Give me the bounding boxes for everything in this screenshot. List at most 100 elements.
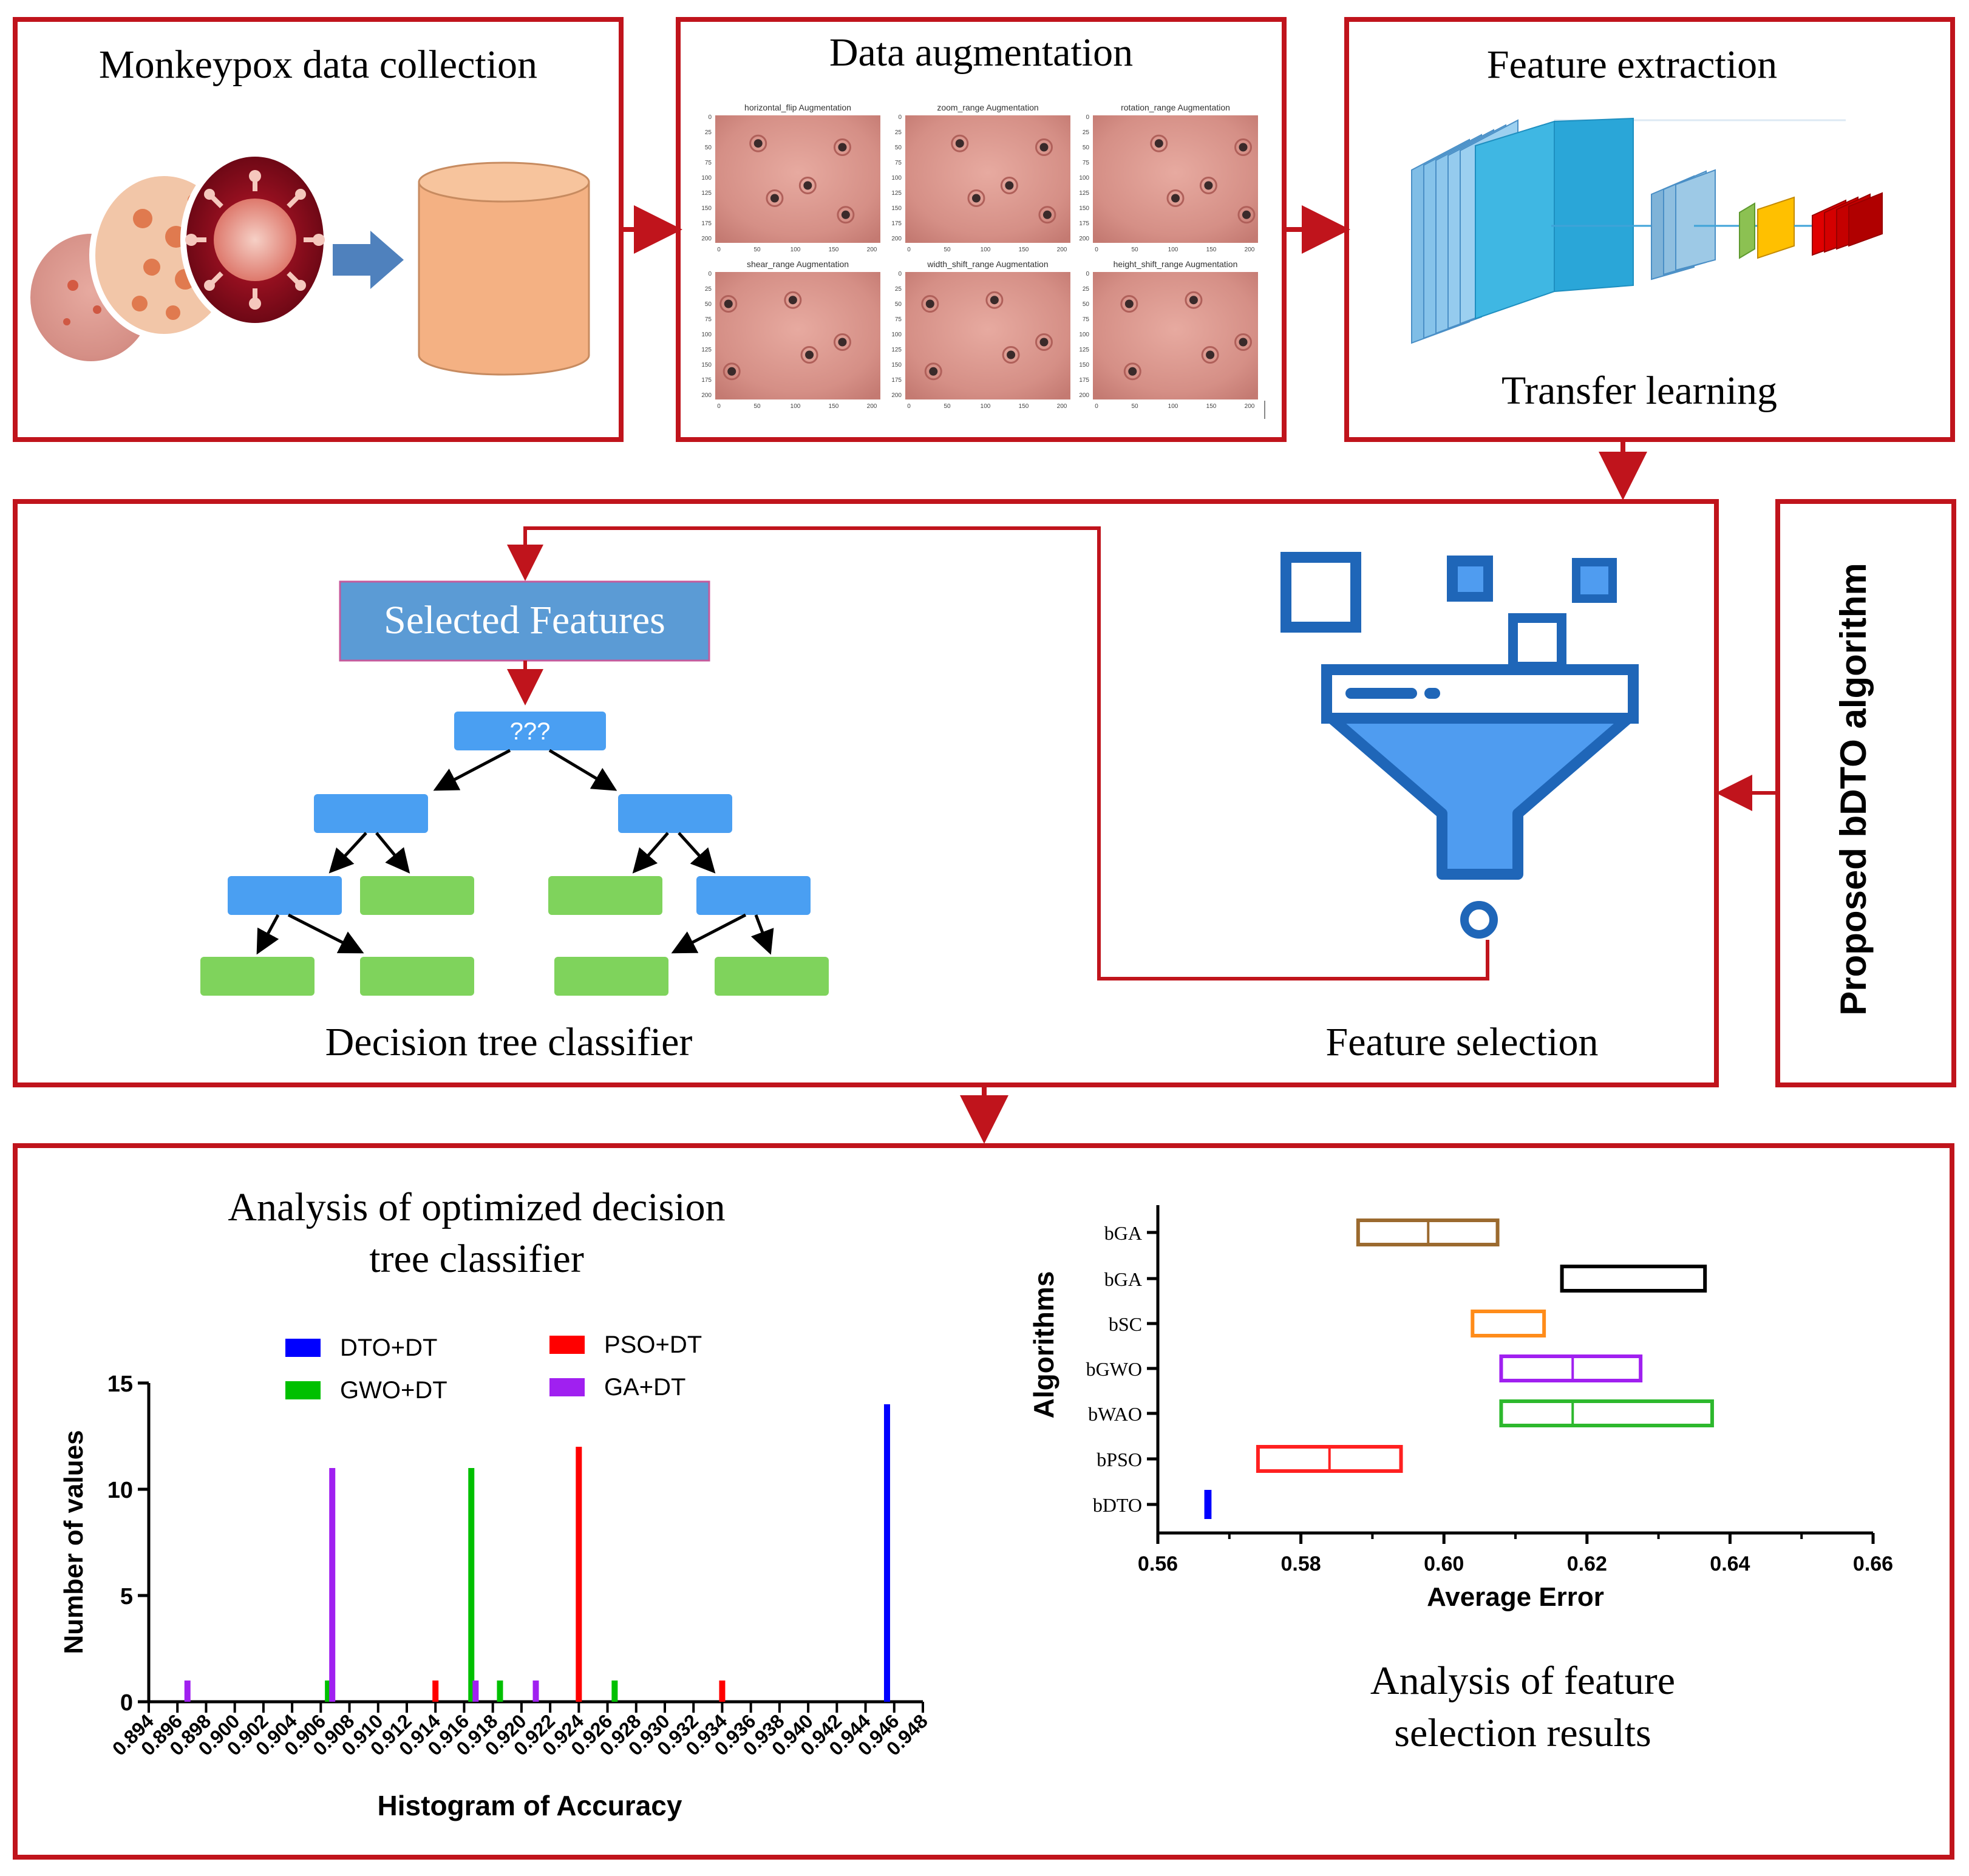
augmentation-tile-image [905,115,1070,243]
augmentation-x-tick: 150 [829,403,839,410]
lesion-spot [841,210,850,219]
augmentation-x-tick: 100 [1168,403,1178,410]
histogram-y-tick-label: 5 [120,1584,133,1609]
augmentation-tile-image [715,272,880,399]
histogram-legend-label: GWO+DT [340,1377,447,1404]
histogram-legend-label: GA+DT [604,1374,685,1401]
augmentation-tile-title: height_shift_range Augmentation [1114,259,1238,269]
augmentation-x-tick: 0 [1095,246,1098,253]
extraction-title: Feature extraction [1487,42,1777,87]
augmentation-y-tick: 175 [701,220,712,227]
augmentation-y-tick: 75 [705,160,712,166]
augmentation-y-tick: 25 [705,286,712,293]
augmentation-y-tick: 50 [895,144,902,151]
lesion-ring [1035,138,1053,156]
tree-leaf-3 [554,957,668,996]
selection-panel: Selected Features ??? [13,499,1719,1087]
augmentation-y-tick: 100 [891,331,902,338]
augmentation-x-tick: 0 [717,246,721,253]
augmentation-y-tick: 25 [1083,286,1090,293]
boxplot-y-tick-label: bSC [1109,1313,1142,1335]
histogram-bar [432,1681,439,1702]
lesion-spot [805,350,814,359]
feature-selection-funnel-icon [1280,552,1639,939]
augmentation-y-tick: 175 [701,377,712,384]
lesion-ring [1002,346,1020,364]
augmentation-tile: zoom_range Augmentation02550751001251501… [891,103,1070,253]
augmentation-x-tick: 0 [907,403,911,410]
augmentation-y-tick: 200 [701,392,712,399]
augmentation-y-tick: 150 [891,362,902,369]
augmentation-x-tick: 100 [791,403,801,410]
boxplot-y-label: Algorithms [1028,1271,1059,1419]
histogram-x-label: Histogram of Accuracy [378,1790,682,1821]
augmentation-y-tick: 125 [891,190,902,197]
lesion-spot [1206,350,1215,359]
boxplot-x-tick-label: 0.64 [1710,1552,1750,1575]
lesion-spot [955,139,964,148]
augmentation-y-tick: 150 [1079,205,1089,212]
lesion-spot [1171,194,1180,203]
augmentation-y-tick: 150 [701,205,712,212]
lesion-spot [1042,210,1052,219]
lesion-ring [921,295,939,313]
lesion-spot [1005,181,1014,190]
augmentation-tile: horizontal_flip Augmentation025507510012… [701,103,880,253]
histogram-bar [611,1681,618,1702]
histogram-bar [497,1681,503,1702]
augmentation-y-tick: 100 [1079,175,1089,182]
augmentation-tile-title: rotation_range Augmentation [1121,103,1230,112]
tree-leaf-2 [360,957,474,996]
histogram-bar [184,1681,191,1702]
augmentation-y-tick: 125 [891,347,902,353]
feedback-connector [507,526,1489,980]
tree-node-right-right [696,876,811,915]
lesion-spot [1239,143,1248,152]
lesion-ring [798,177,817,194]
augmentation-x-tick: 150 [1206,246,1217,253]
augmentation-y-tick: 50 [705,144,712,151]
histogram-bar [472,1681,479,1702]
augmentation-x-tick: 50 [753,403,761,410]
lesion-spot [929,367,938,376]
boxplot-x-label: Average Error [1427,1582,1604,1612]
augmentation-x-tick: 200 [1057,246,1067,253]
lesion-spot [788,296,797,305]
lesion-ring [1237,206,1256,224]
augmentation-x-tick: 50 [944,246,951,253]
histogram-bar [719,1681,726,1702]
augmentation-y-tick: 100 [891,175,902,182]
augmentation-y-tick: 25 [895,286,902,293]
feature-selection-caption: Feature selection [1326,1020,1599,1064]
histogram-legend-swatch [285,1339,321,1357]
augmentation-y-tick: 100 [701,175,712,182]
extraction-caption: Transfer learning [1501,369,1777,413]
histogram-bar [468,1468,475,1702]
augmentation-x-tick: 50 [944,403,951,410]
augmentation-y-tick: 0 [1086,271,1089,277]
augmentation-y-tick: 175 [1079,377,1089,384]
augmentation-tile-title: width_shift_range Augmentation [927,259,1048,269]
augmentation-x-tick: 150 [1019,246,1029,253]
histogram-y-tick-label: 0 [120,1690,133,1716]
lesion-ring [985,291,1004,309]
augmentation-x-tick: 100 [981,246,991,253]
lesion-ring [1000,177,1018,194]
lesion-spot [753,139,763,148]
selected-features-box: Selected Features [339,580,710,662]
boxplot-y-tick-label: bPSO [1097,1449,1142,1470]
histogram-bar [883,1404,890,1702]
histogram-bar [576,1447,582,1702]
histogram-bar [532,1681,539,1702]
augmentation-x-tick: 0 [1095,403,1098,410]
lesion-spot [1124,299,1134,308]
boxplot-x-tick-label: 0.60 [1424,1552,1464,1575]
histogram-legend-label: DTO+DT [340,1334,437,1361]
boxplot-box [1471,1310,1546,1337]
lesion-ring [1038,206,1056,224]
boxplot-x-tick-label: 0.56 [1138,1552,1178,1575]
lesion-spot [803,181,812,190]
lesion-ring [749,134,767,152]
